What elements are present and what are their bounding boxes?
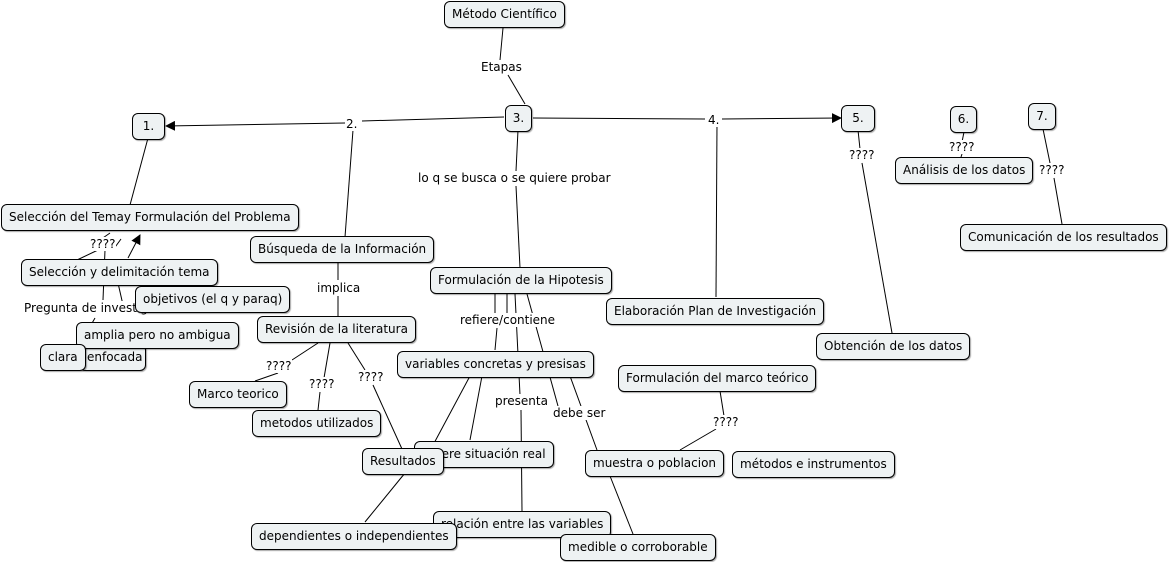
- node-relacion[interactable]: relación entre las variables: [433, 511, 612, 538]
- node-busqueda[interactable]: Búsqueda de la Información: [250, 236, 435, 263]
- node-resultados[interactable]: Resultados: [362, 448, 444, 475]
- node-objetivos[interactable]: objetivos (el q y paraq): [135, 286, 291, 313]
- node-amplia[interactable]: amplia pero no ambigua: [76, 322, 239, 349]
- root-node[interactable]: Método Científico: [444, 1, 565, 28]
- link-label-unknown: ????: [848, 148, 876, 162]
- step-node-7[interactable]: 7.: [1028, 103, 1056, 130]
- step-label-2: 2.: [345, 117, 359, 131]
- node-marco-teorico[interactable]: Marco teorico: [189, 381, 287, 408]
- node-hipotesis[interactable]: Formulación de la Hipotesis: [430, 267, 612, 294]
- link-label-busca: lo q se busca o se quiere probar: [417, 171, 612, 185]
- link-label-unknown: ????: [948, 140, 976, 154]
- link-label-implica: implica: [316, 281, 362, 295]
- link-label-etapas: Etapas: [480, 60, 523, 74]
- node-comunicacion[interactable]: Comunicación de los resultados: [960, 224, 1167, 251]
- node-muestra[interactable]: muestra o poblacion: [585, 450, 725, 477]
- step-node-6[interactable]: 6.: [950, 106, 977, 133]
- link-label-unknown: ????: [1038, 163, 1066, 177]
- link-label-unknown: ????: [712, 415, 740, 429]
- node-medible[interactable]: medible o corroborable: [560, 534, 716, 561]
- node-metodos-utilizados[interactable]: metodos utilizados: [252, 410, 382, 437]
- node-seleccion-tema[interactable]: Selección del Temay Formulación del Prob…: [1, 204, 299, 231]
- link-label-presenta: presenta: [494, 394, 549, 408]
- link-label-unknown: ????: [265, 359, 293, 373]
- node-obtencion[interactable]: Obtención de los datos: [816, 333, 971, 360]
- link-label-debe-ser: debe ser: [552, 406, 607, 420]
- step-node-5[interactable]: 5.: [841, 105, 875, 132]
- step-node-3[interactable]: 3.: [505, 105, 532, 132]
- node-clara[interactable]: clara: [40, 344, 86, 371]
- link-label-unknown: ????: [357, 370, 385, 384]
- node-seleccion-delimitacion[interactable]: Selección y delimitación tema: [21, 259, 218, 286]
- node-plan[interactable]: Elaboración Plan de Investigación: [606, 298, 825, 325]
- node-dependientes[interactable]: dependientes o independientes: [251, 523, 457, 550]
- node-revision[interactable]: Revisión de la literatura: [257, 316, 416, 343]
- step-node-1[interactable]: 1.: [132, 113, 165, 140]
- node-situacion-real[interactable]: refiere situación real: [414, 441, 554, 468]
- link-label-refiere: refiere/contiene: [459, 313, 557, 327]
- node-variables[interactable]: variables concretas y presisas: [397, 351, 594, 378]
- link-label-unknown: ????: [89, 237, 117, 251]
- node-marco-formulacion[interactable]: Formulación del marco teórico: [618, 365, 817, 392]
- step-label-4: 4.: [707, 113, 721, 127]
- node-analisis[interactable]: Análisis de los datos: [895, 157, 1034, 184]
- node-metodos-instrumentos[interactable]: métodos e instrumentos: [732, 451, 895, 478]
- link-label-unknown: ????: [308, 377, 336, 391]
